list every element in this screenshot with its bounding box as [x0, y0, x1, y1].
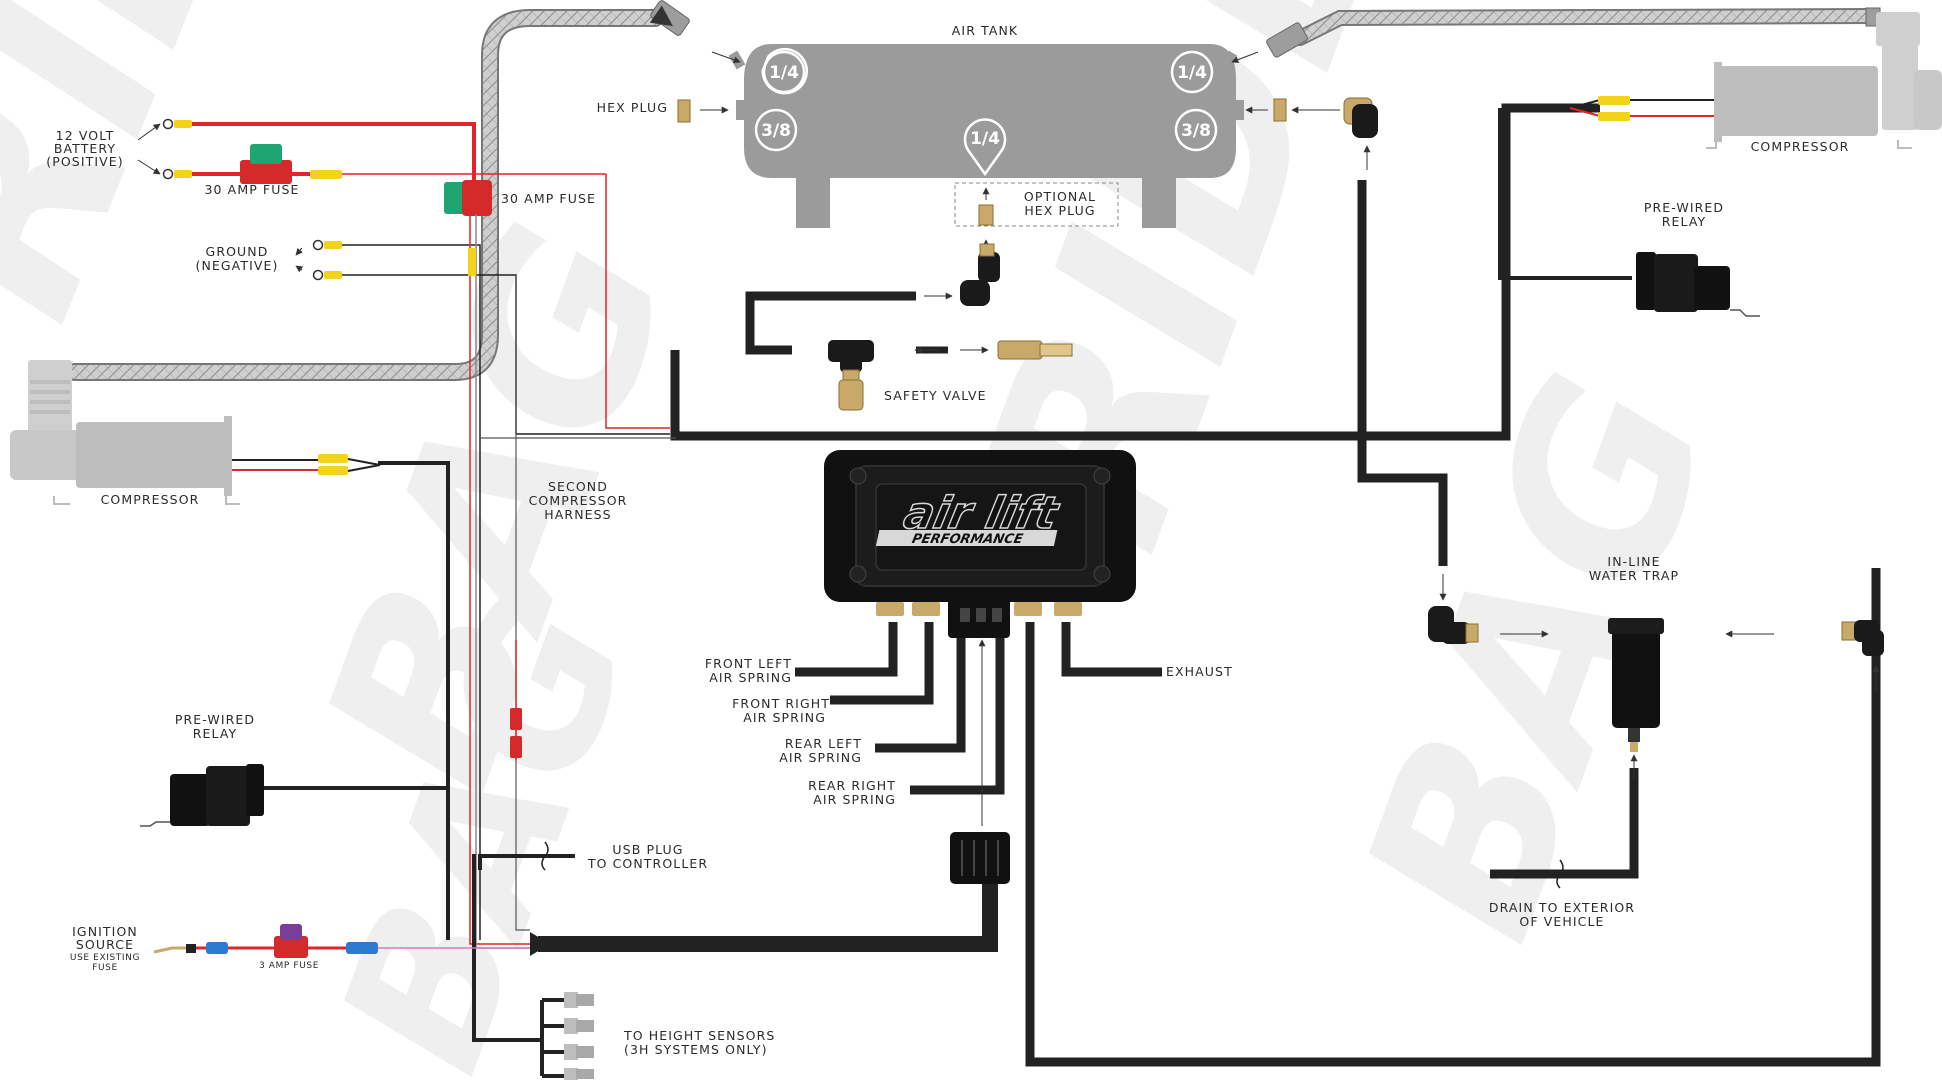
main-harness-cable: TO HEIGHT SENSORS (3H SYSTEMS ONLY) USB …: [472, 832, 1010, 1080]
battery-group: 12 VOLT BATTERY (POSITIVE): [46, 118, 670, 429]
fuse-30a-right: 30 AMP FUSE: [444, 180, 596, 216]
ground-label-2: (NEGATIVE): [195, 258, 278, 273]
battery-label-1: 12 VOLT: [56, 128, 115, 143]
compressor-left-wiring: [232, 454, 450, 940]
air-lift-controller: air lift PERFORMANCE: [824, 450, 1136, 638]
elbow-fitting-tank: [960, 243, 1000, 306]
rear-left-label-2: AIR SPRING: [779, 750, 862, 765]
air-spring-labels: FRONT LEFT AIR SPRING FRONT RIGHT AIR SP…: [705, 656, 1233, 807]
compressor-right-label: COMPRESSOR: [1751, 139, 1850, 154]
hex-plug-right: [1245, 98, 1340, 122]
front-left-label-2: AIR SPRING: [709, 670, 792, 685]
relay-left: PRE-WIRED RELAY: [140, 712, 448, 827]
fuse-30a-left: 30 AMP FUSE: [205, 144, 300, 197]
svg-text:3/8: 3/8: [1181, 121, 1211, 141]
compressor-left-label: COMPRESSOR: [101, 492, 200, 507]
battery-label-2: BATTERY: [54, 141, 116, 156]
relay-right-label-2: RELAY: [1662, 214, 1707, 229]
relay-right: PRE-WIRED RELAY: [1636, 200, 1760, 317]
air-lines: [670, 103, 1881, 1067]
relay-left-label-2: RELAY: [193, 726, 238, 741]
svg-text:1/4: 1/4: [1177, 63, 1207, 83]
usb-label-1: USB PLUG: [612, 842, 683, 857]
tank-port-3-8-right: 3/8: [1174, 108, 1218, 152]
tank-port-3-8-left: 3/8: [754, 108, 798, 152]
relay-right-label-1: PRE-WIRED: [1644, 200, 1724, 215]
ignition-group: IGNITION SOURCE USE EXISTING FUSE 3 AMP …: [70, 924, 530, 973]
ground-group: GROUND (NEGATIVE): [195, 239, 670, 940]
tank-port-1-4-bottom: 1/4: [963, 118, 1007, 177]
front-left-label-1: FRONT LEFT: [705, 656, 792, 671]
fuse-30a-left-label: 30 AMP FUSE: [205, 182, 300, 197]
second-harness-label-2: COMPRESSOR: [529, 493, 628, 508]
relay-left-label-1: PRE-WIRED: [175, 712, 255, 727]
tee-fitting: [828, 340, 874, 372]
svg-text:3/8: 3/8: [761, 121, 791, 141]
svg-text:1/4: 1/4: [769, 63, 799, 83]
safety-valve-label: SAFETY VALVE: [884, 388, 987, 403]
second-harness-label-3: HARNESS: [544, 507, 611, 522]
fuse-3a-label: 3 AMP FUSE: [259, 961, 319, 971]
compressor-right: COMPRESSOR: [1706, 12, 1942, 154]
hex-plug-label: HEX PLUG: [597, 100, 668, 115]
height-sensors-label-2: (3H SYSTEMS ONLY): [624, 1042, 768, 1057]
hex-plug-left: HEX PLUG: [597, 99, 729, 123]
rear-right-label-1: REAR RIGHT: [808, 778, 896, 793]
air-tank-label: AIR TANK: [952, 23, 1018, 38]
brass-plug-tee: [997, 340, 1073, 360]
rear-right-label-2: AIR SPRING: [813, 792, 896, 807]
ignition-label-1: IGNITION: [72, 924, 138, 939]
drain-label-1: DRAIN TO EXTERIOR: [1489, 900, 1635, 915]
optional-hex-plug-label-2: HEX PLUG: [1024, 203, 1095, 218]
elbow-fitting-trap-out: [1841, 620, 1884, 656]
optional-hex-plug-label-1: OPTIONAL: [1024, 189, 1096, 204]
water-trap: IN-LINE WATER TRAP DRAIN TO EXTERIOR OF …: [1489, 554, 1679, 929]
second-compressor-harness: SECOND COMPRESSOR HARNESS: [529, 479, 628, 522]
water-trap-label-1: IN-LINE: [1607, 554, 1660, 569]
drain-label-2: OF VEHICLE: [1519, 914, 1604, 929]
optional-hex-plug: OPTIONAL HEX PLUG: [954, 182, 1119, 227]
usb-label-2: TO CONTROLLER: [587, 856, 708, 871]
compressor-left: COMPRESSOR: [10, 360, 240, 507]
svg-text:1/4: 1/4: [970, 129, 1000, 149]
safety-valve: SAFETY VALVE: [838, 369, 987, 411]
fuse-30a-right-label: 30 AMP FUSE: [501, 191, 596, 206]
braided-hose-right: [1266, 7, 1881, 58]
arrow-hose-left-to-tank: [711, 51, 741, 64]
controller-ports: [876, 598, 1082, 638]
battery-label-3: (POSITIVE): [46, 154, 124, 169]
front-right-label-1: FRONT RIGHT: [732, 696, 830, 711]
tank-port-1-4-top-left: 1/4: [761, 47, 809, 95]
ignition-label-2: SOURCE: [76, 937, 134, 952]
controller-logo-sub: PERFORMANCE: [910, 532, 1024, 547]
height-sensors-label-1: TO HEIGHT SENSORS: [623, 1028, 775, 1043]
compressor-right-wiring: [1498, 96, 1714, 280]
second-harness-label-1: SECOND: [548, 479, 608, 494]
water-trap-label-2: WATER TRAP: [1589, 568, 1679, 583]
rear-left-label-1: REAR LEFT: [785, 736, 862, 751]
ignition-label-4: FUSE: [92, 963, 118, 973]
front-right-label-2: AIR SPRING: [743, 710, 826, 725]
ground-label-1: GROUND: [206, 244, 269, 259]
tank-leg-left: [796, 172, 830, 228]
exhaust-label: EXHAUST: [1166, 664, 1233, 679]
arrow-hose-right-to-tank: [1231, 51, 1259, 64]
tank-leg-right: [1142, 172, 1176, 228]
elbow-fitting-right: [1343, 97, 1378, 138]
elbow-fitting-trap-in: [1428, 606, 1479, 644]
ignition-label-3: USE EXISTING: [70, 953, 140, 963]
tank-port-1-4-top-right: 1/4: [1170, 50, 1214, 94]
